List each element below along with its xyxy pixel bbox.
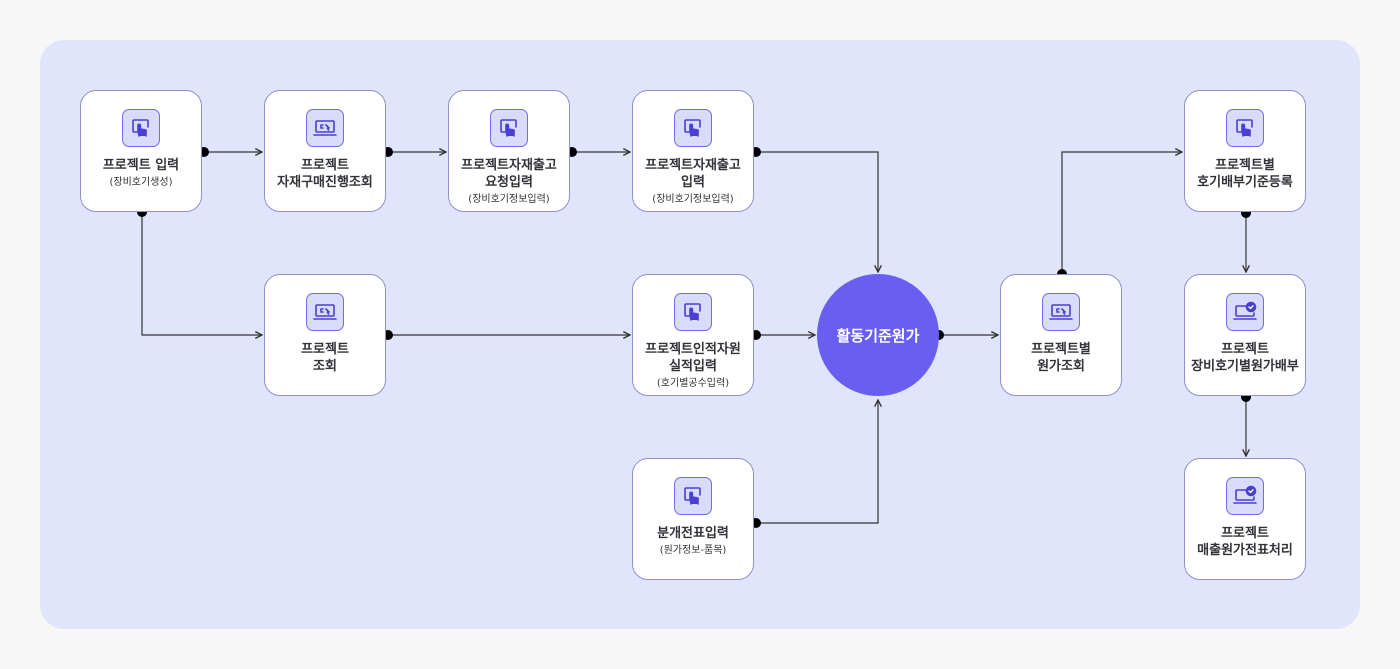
node-title-line1: 프로젝트별 xyxy=(1031,342,1091,357)
node-title-line2: 자재구매진행조회 xyxy=(277,175,373,190)
monitor-check-icon xyxy=(1226,477,1264,515)
node-title-line1: 프로젝트 xyxy=(1221,526,1269,541)
hand-pointer-icon xyxy=(490,109,528,147)
node-subtitle: (원가정보-품목) xyxy=(659,545,727,556)
monitor-cursor-icon xyxy=(306,109,344,147)
hand-pointer-icon xyxy=(674,293,712,331)
monitor-cursor-icon xyxy=(306,293,344,331)
node-title-line1: 프로젝트자재출고 xyxy=(645,158,741,173)
node-title-line2: 호기배부기준등록 xyxy=(1197,175,1293,190)
node-title-line1: 프로젝트별 xyxy=(1215,158,1275,173)
node-title-line2: 요청입력 xyxy=(485,175,533,190)
hand-pointer-icon xyxy=(674,109,712,147)
node-subtitle: (장비호기정보입력) xyxy=(652,194,734,205)
node-title-line2: 실적입력 xyxy=(669,359,717,374)
hand-pointer-icon xyxy=(674,477,712,515)
monitor-check-icon xyxy=(1226,293,1264,331)
node-title-line1: 프로젝트 xyxy=(301,342,349,357)
node-title-line2: 조회 xyxy=(313,359,337,374)
node-project-input[interactable]: 프로젝트 입력 (장비호기생성) xyxy=(80,90,202,212)
node-subtitle: (호기별공수입력) xyxy=(656,378,730,389)
hub-title: 활동기준원가 xyxy=(836,326,920,345)
node-subtitle: (장비호기정보입력) xyxy=(468,194,550,205)
node-title-line2: 매출원가전표처리 xyxy=(1197,543,1293,558)
node-title-line1: 프로젝트 xyxy=(1221,342,1269,357)
node-title: 분개전표입력 xyxy=(657,526,729,541)
node-title-line1: 프로젝트인적자원 xyxy=(645,342,741,357)
hub-activity-based-costing[interactable]: 활동기준원가 xyxy=(817,274,939,396)
hand-pointer-icon xyxy=(122,109,160,147)
node-title-line1: 프로젝트 xyxy=(301,158,349,173)
hand-pointer-icon xyxy=(1226,109,1264,147)
node-subtitle: (장비호기생성) xyxy=(109,177,173,188)
node-title-line1: 프로젝트자재출고 xyxy=(461,158,557,173)
node-title-line2: 장비호기별원가배부 xyxy=(1191,359,1299,374)
node-title-line2: 원가조회 xyxy=(1037,359,1085,374)
node-title: 프로젝트 입력 xyxy=(102,158,180,173)
monitor-cursor-icon xyxy=(1042,293,1080,331)
node-title-line2: 입력 xyxy=(681,175,705,190)
node-journal-voucher-input[interactable]: 분개전표입력 (원가정보-품목) xyxy=(632,458,754,580)
